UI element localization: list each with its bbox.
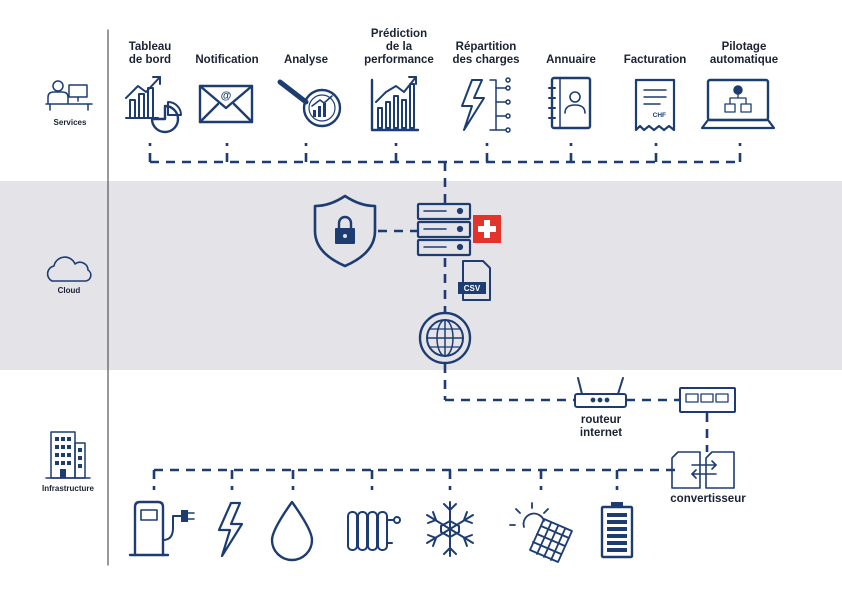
server-icon <box>416 202 472 257</box>
performance-chart-icon <box>370 76 420 132</box>
router-icon <box>574 377 627 408</box>
csv-label: CSV <box>464 284 481 293</box>
service-label: Analyse <box>283 54 329 66</box>
battery-icon <box>600 502 634 559</box>
radiator-icon <box>347 511 401 551</box>
solar-panel-icon <box>509 502 573 563</box>
csv-file-icon: CSV <box>458 260 491 301</box>
row-label-services: Services <box>53 118 87 127</box>
converter-label: convertisseur <box>670 493 746 505</box>
snowflake-icon <box>426 501 474 557</box>
row-label-infrastructure: Infrastructure <box>41 484 94 493</box>
row-label-cloud: Cloud <box>57 286 81 295</box>
invoice-currency: CHF <box>653 112 666 119</box>
analysis-magnifier-icon <box>277 79 342 128</box>
svg-text:@: @ <box>221 90 232 102</box>
services-person-icon <box>45 80 93 111</box>
router-label: routeur internet <box>579 414 623 439</box>
swiss-flag-icon <box>473 215 501 243</box>
service-label: Notification <box>195 54 259 66</box>
ev-charger-icon <box>128 500 195 557</box>
security-shield-lock-icon <box>313 194 377 268</box>
building-icon <box>45 431 91 479</box>
network-switch-icon <box>679 387 736 413</box>
service-label: Facturation <box>623 54 687 66</box>
service-label: Répartition des charges <box>452 41 520 66</box>
invoice-icon: CHF <box>634 78 676 132</box>
email-icon: @ <box>198 84 254 124</box>
service-label: Prédiction de la performance <box>364 28 434 66</box>
service-label: Annuaire <box>546 54 596 66</box>
connector-lines <box>148 143 742 490</box>
dashboard-chart-icon <box>125 76 182 134</box>
electricity-icon <box>217 501 244 558</box>
service-label: Tableau de bord <box>128 41 172 66</box>
autopilot-laptop-icon <box>700 78 776 130</box>
water-drop-icon <box>270 500 314 562</box>
service-label: Pilotage automatique <box>709 41 779 66</box>
globe-icon <box>418 311 472 365</box>
cloud-icon <box>46 256 92 282</box>
directory-book-icon <box>548 76 592 130</box>
load-distribution-icon <box>461 77 511 133</box>
converter-icon <box>671 451 735 489</box>
